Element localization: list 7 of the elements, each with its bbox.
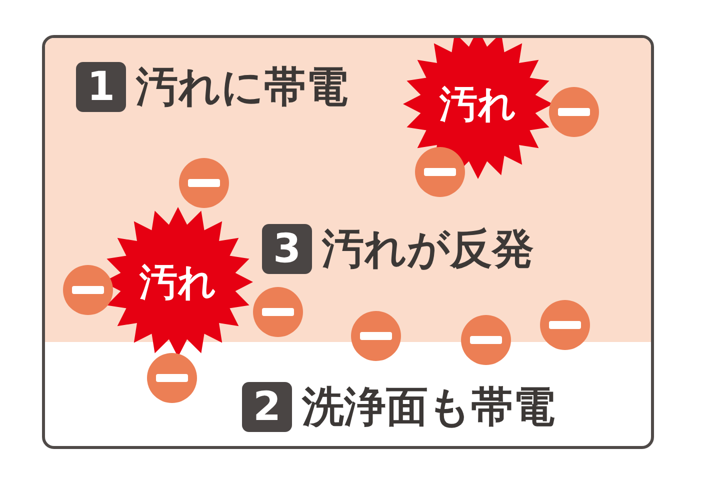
heading-text: 汚れに帯電 bbox=[136, 62, 348, 112]
heading-text: 汚れが反発 bbox=[322, 224, 534, 274]
number-badge: 3 bbox=[262, 224, 312, 274]
starburst: 汚れ bbox=[403, 38, 553, 179]
number-badge: 1 bbox=[76, 62, 126, 112]
number-badge: 2 bbox=[242, 382, 292, 432]
heading-text: 洗浄面も帯電 bbox=[302, 382, 555, 432]
